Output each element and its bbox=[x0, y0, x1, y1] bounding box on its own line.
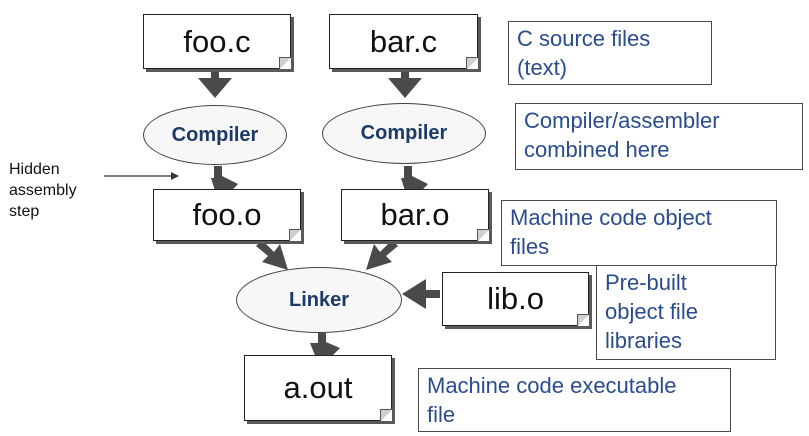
page-fold-icon bbox=[466, 57, 478, 69]
arrow-bar-c-to-compiler bbox=[388, 67, 422, 98]
hidden-assembly-label: Hidden assembly step bbox=[9, 159, 77, 222]
note-line: C source files bbox=[517, 26, 651, 51]
side-line: assembly bbox=[9, 182, 77, 199]
linker-label: Linker bbox=[288, 288, 350, 311]
compiler-left-label: Compiler bbox=[171, 123, 259, 146]
file-bar-c-label: bar.c bbox=[369, 23, 438, 59]
arrow-bar-o-to-linker bbox=[366, 240, 398, 270]
note-line: Machine code object bbox=[510, 205, 712, 230]
note-libraries: Pre-built object file libraries bbox=[596, 265, 776, 360]
arrow-foo-o-to-linker bbox=[256, 240, 288, 270]
note-line: (text) bbox=[517, 55, 568, 80]
file-foo-o: foo.o bbox=[153, 189, 301, 241]
note-line: Machine code executable bbox=[427, 373, 677, 398]
side-line: Hidden bbox=[9, 161, 60, 178]
file-lib-o-label: lib.o bbox=[487, 281, 544, 316]
compiler-left: Compiler bbox=[143, 105, 287, 165]
page-fold-icon bbox=[577, 314, 589, 326]
note-line: combined here bbox=[524, 137, 670, 162]
file-a-out: a.out bbox=[244, 355, 392, 421]
page-fold-icon bbox=[279, 57, 291, 69]
page-fold-icon bbox=[289, 229, 301, 241]
note-object-files: Machine code object files bbox=[501, 200, 777, 266]
file-foo-o-label: foo.o bbox=[192, 197, 262, 232]
page-fold-icon bbox=[477, 229, 489, 241]
page-fold-icon bbox=[380, 409, 392, 421]
note-compiler-assembler: Compiler/assembler combined here bbox=[515, 103, 803, 170]
note-line: file bbox=[427, 402, 456, 427]
file-foo-c-label: foo.c bbox=[183, 23, 251, 59]
note-line: Compiler/assembler bbox=[524, 108, 720, 133]
note-line: Pre-built bbox=[605, 270, 687, 295]
side-line: step bbox=[9, 203, 40, 220]
file-bar-o: bar.o bbox=[341, 189, 489, 241]
file-foo-c: foo.c bbox=[143, 14, 291, 69]
compiler-right-label: Compiler bbox=[360, 122, 448, 144]
file-a-out-label: a.out bbox=[283, 370, 353, 405]
file-lib-o: lib.o bbox=[442, 272, 589, 326]
note-line: object file bbox=[605, 299, 698, 324]
file-bar-o-label: bar.o bbox=[380, 197, 450, 232]
note-source-files: C source files (text) bbox=[508, 21, 712, 85]
note-executable: Machine code executable file bbox=[418, 368, 731, 432]
linker: Linker bbox=[236, 267, 402, 333]
file-bar-c: bar.c bbox=[329, 14, 478, 69]
arrow-lib-o-to-linker bbox=[402, 279, 440, 309]
arrow-foo-c-to-compiler bbox=[198, 67, 232, 98]
note-line: libraries bbox=[605, 328, 683, 353]
compiler-right: Compiler bbox=[322, 103, 486, 164]
note-line: files bbox=[510, 234, 550, 259]
